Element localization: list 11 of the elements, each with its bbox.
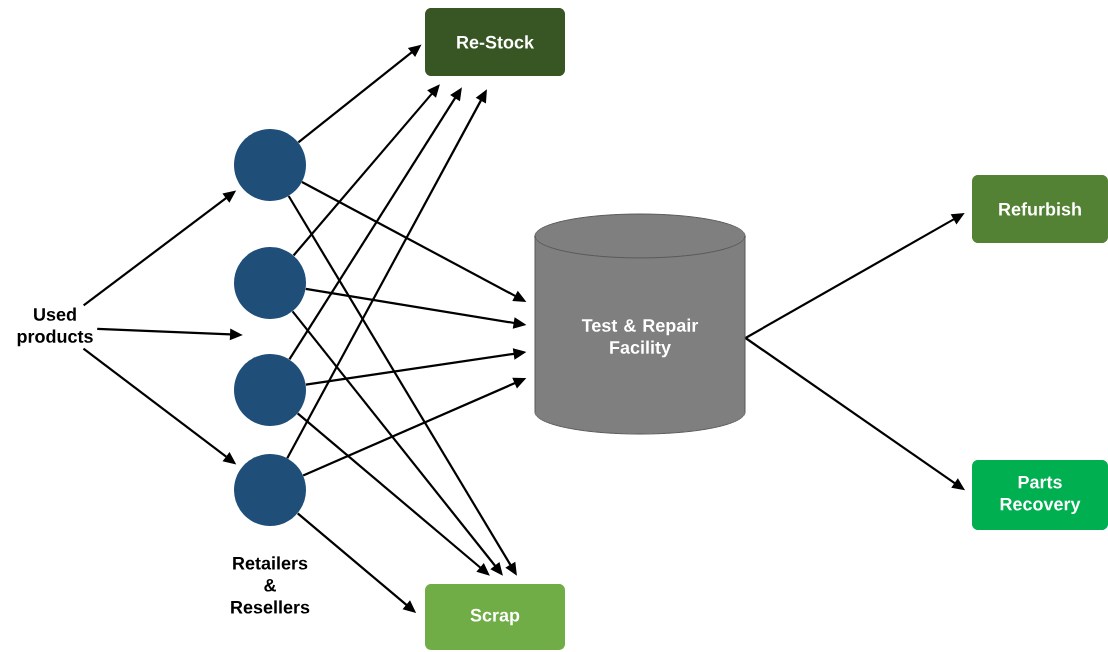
retailer-circle bbox=[234, 454, 306, 526]
process-box: Refurbish bbox=[972, 175, 1108, 243]
retailer-circle bbox=[234, 354, 306, 426]
retailer-circle bbox=[234, 247, 306, 319]
process-box: Parts Recovery bbox=[972, 460, 1108, 530]
node-text: Used products bbox=[17, 307, 93, 347]
retailer-circle bbox=[234, 129, 306, 201]
process-box: Scrap bbox=[425, 584, 565, 650]
facility-cylinder: Test & Repair Facility bbox=[534, 213, 746, 435]
caption-text: Retailers & Resellers bbox=[231, 556, 310, 614]
process-box: Re-Stock bbox=[425, 8, 565, 76]
